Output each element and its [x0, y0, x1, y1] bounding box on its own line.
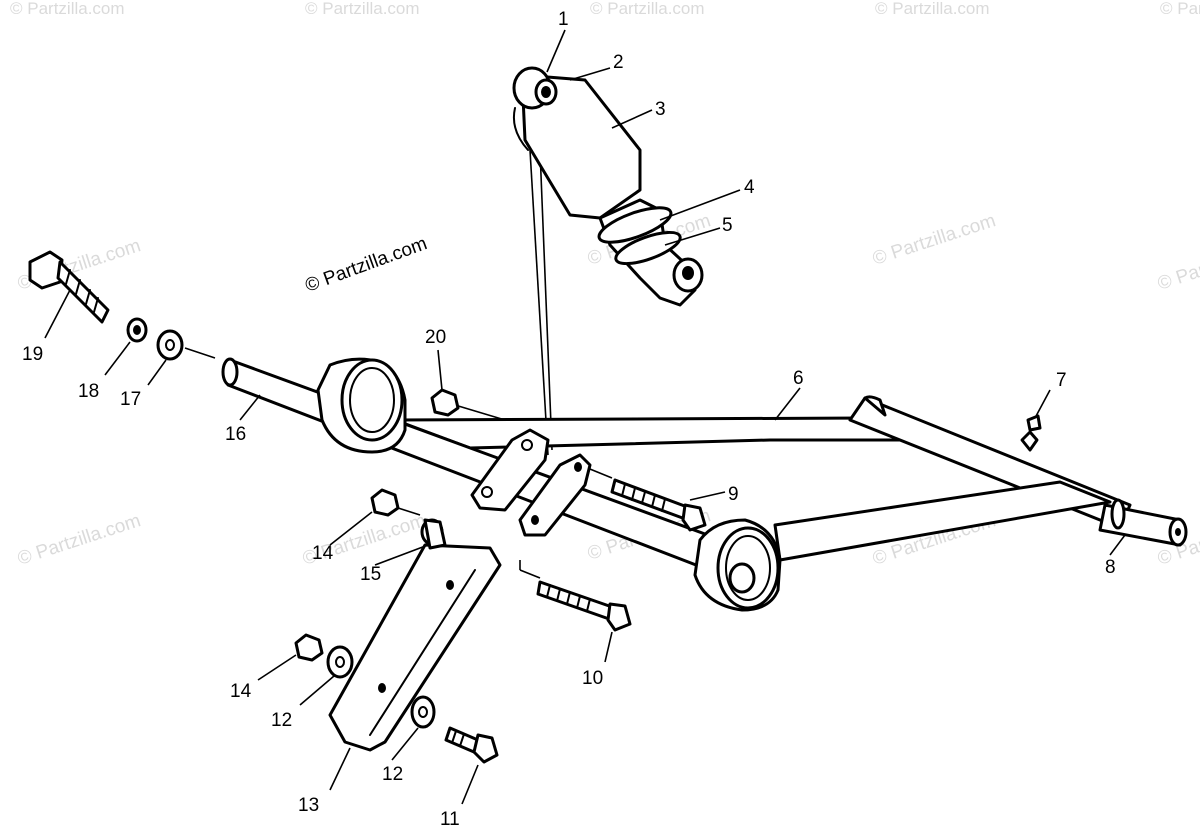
pivot-tube	[1098, 498, 1188, 547]
callout-7: 7	[1056, 370, 1067, 391]
watermark-main: © Partzilla.com	[303, 233, 430, 297]
watermark: © Partzilla.com	[1155, 235, 1200, 295]
callout-3: 3	[655, 99, 666, 120]
shock-absorber	[512, 66, 704, 307]
callout-20: 20	[425, 327, 446, 348]
watermark: © Partzilla.com	[305, 0, 420, 18]
callout-labels: 1 2 3 4 5 6 7 8 9 10 11 12 12 13 14 14 1…	[22, 9, 1116, 830]
callout-13: 13	[298, 795, 319, 816]
callout-11: 11	[440, 809, 460, 830]
callout-16: 16	[225, 424, 246, 445]
shock-bracket	[470, 428, 592, 537]
callout-leaders	[44, 29, 1126, 805]
watermark: © Partzilla.com	[870, 210, 998, 270]
callout-12-upper: 12	[271, 710, 292, 731]
watermark: © Partzilla.com	[875, 0, 990, 18]
callout-14-lower: 14	[230, 681, 252, 702]
callout-8: 8	[1105, 557, 1116, 578]
callout-14-upper: 14	[312, 543, 334, 564]
callout-10: 10	[582, 668, 603, 689]
callout-4: 4	[744, 177, 755, 198]
callout-5: 5	[722, 215, 733, 236]
callout-18: 18	[78, 381, 99, 402]
right-hub	[693, 518, 782, 612]
hardware	[28, 250, 499, 764]
callout-9: 9	[728, 484, 739, 505]
bolt-10	[536, 580, 632, 632]
callout-6: 6	[793, 368, 804, 389]
callout-19: 19	[22, 344, 43, 365]
grease-fitting	[1020, 414, 1042, 452]
callout-12-lower: 12	[382, 764, 403, 785]
callout-2: 2	[613, 52, 624, 73]
bolt-9	[610, 478, 707, 532]
watermark: © Partzilla.com	[1160, 0, 1200, 18]
link-arm	[328, 518, 502, 752]
callout-17: 17	[120, 389, 141, 410]
callout-15: 15	[360, 564, 381, 585]
alignment-lines	[184, 149, 613, 579]
watermark: © Partzilla.com	[590, 0, 705, 18]
watermark: © Partzilla.com	[15, 510, 143, 570]
watermark: © Partzilla.com	[10, 0, 125, 18]
callout-1: 1	[558, 9, 569, 30]
left-hub	[316, 357, 407, 454]
